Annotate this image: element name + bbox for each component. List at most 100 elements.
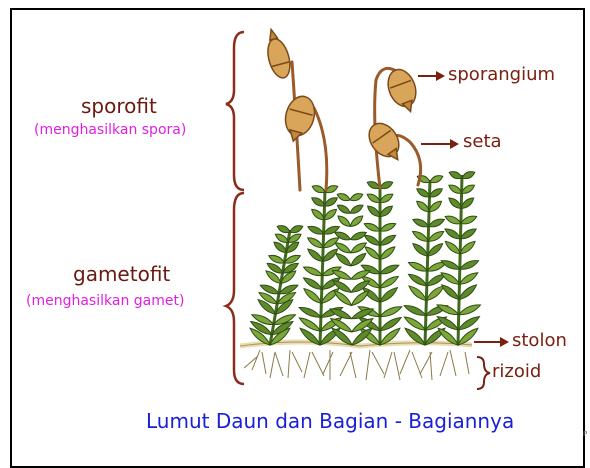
leaf [380, 223, 396, 231]
capsule-3 [383, 66, 422, 116]
leaf [324, 209, 336, 219]
leaf [445, 229, 461, 239]
leaf [417, 201, 429, 211]
leaf [409, 262, 428, 271]
leaf [461, 216, 477, 224]
leaf [413, 244, 428, 257]
leaf [275, 234, 288, 242]
leaf [462, 185, 475, 193]
leaf [429, 219, 445, 227]
leaf [380, 235, 396, 245]
leaf [460, 261, 479, 270]
leaf [332, 271, 351, 280]
leaf [350, 216, 362, 226]
leaf [445, 241, 460, 254]
leaf [308, 226, 324, 234]
rizoid-bracket [477, 357, 490, 389]
leaf [351, 232, 367, 240]
leaf [409, 286, 426, 301]
sporofit-bracket [226, 32, 244, 190]
sporofit-description: (menghasilkan spora) [34, 122, 186, 138]
leaf [461, 229, 477, 239]
rizoid-label: rizoid [492, 361, 541, 382]
leaf [323, 249, 338, 262]
leaf [428, 244, 443, 257]
capsule-2 [280, 93, 319, 145]
leaf [430, 189, 443, 197]
leaf [404, 306, 426, 316]
leaf [460, 241, 475, 254]
rhizoids [244, 350, 469, 380]
leaf [449, 172, 462, 179]
leaf [367, 194, 380, 202]
leaf [430, 176, 443, 183]
leaf [426, 286, 443, 301]
leaf [299, 307, 321, 317]
leaf [350, 205, 363, 213]
leaf [380, 276, 398, 287]
leaf [308, 238, 324, 248]
leaf [417, 189, 430, 197]
credit-mark: P [583, 430, 587, 438]
leaf [303, 278, 321, 289]
leaf [428, 232, 444, 242]
stem-5 [458, 175, 462, 345]
leaf [413, 232, 429, 242]
leaf [449, 198, 461, 208]
leaf [461, 198, 473, 208]
seta-arrow [421, 139, 459, 149]
seta-label: seta [463, 131, 502, 152]
leaf [408, 274, 426, 285]
leaf [338, 216, 350, 226]
leaf [445, 216, 461, 224]
leaf [413, 219, 429, 227]
leaf [337, 205, 350, 213]
leaf [459, 305, 481, 315]
leaf [442, 285, 459, 300]
leaf [459, 273, 477, 284]
leaf [321, 289, 338, 304]
sporofit-label: sporofit [81, 94, 157, 118]
stolon-label: stolon [512, 330, 567, 351]
leaf [325, 198, 338, 206]
leaf [429, 201, 441, 211]
leaf [364, 235, 380, 245]
leaf [312, 198, 325, 206]
leaf [380, 288, 397, 303]
leaf [290, 226, 303, 233]
sporangium-label: sporangium [448, 64, 555, 85]
leaf [312, 209, 324, 219]
leaf [351, 291, 368, 306]
leaf [380, 206, 392, 216]
leaf [380, 247, 395, 260]
leaf [380, 307, 402, 317]
leaf [269, 255, 285, 263]
leaf [334, 291, 351, 306]
leaf [304, 289, 321, 304]
leaf [380, 265, 399, 274]
leaf [285, 255, 301, 263]
gametofit-label: gametofit [73, 262, 170, 286]
leaf [458, 317, 479, 330]
leaf [441, 273, 459, 284]
capsules [261, 27, 422, 167]
leaf [459, 285, 476, 300]
leaf [336, 253, 351, 266]
stolon-arrow [474, 337, 509, 347]
gametofit-bracket [226, 193, 244, 384]
sporangium-arrow [418, 71, 445, 81]
leaf [337, 194, 350, 201]
leaf [335, 243, 351, 253]
leaf [404, 317, 425, 330]
leaf [365, 247, 380, 260]
figure-caption: Lumut Daun dan Bagian - Bagiannya [146, 409, 514, 433]
leaf [449, 185, 462, 193]
leaf [380, 182, 393, 189]
leaf [308, 249, 323, 262]
leaf [380, 194, 393, 202]
leaf [350, 194, 363, 201]
leaf [312, 186, 325, 193]
leaf [277, 226, 290, 233]
leaf [368, 206, 380, 216]
capsule-1 [261, 27, 293, 80]
